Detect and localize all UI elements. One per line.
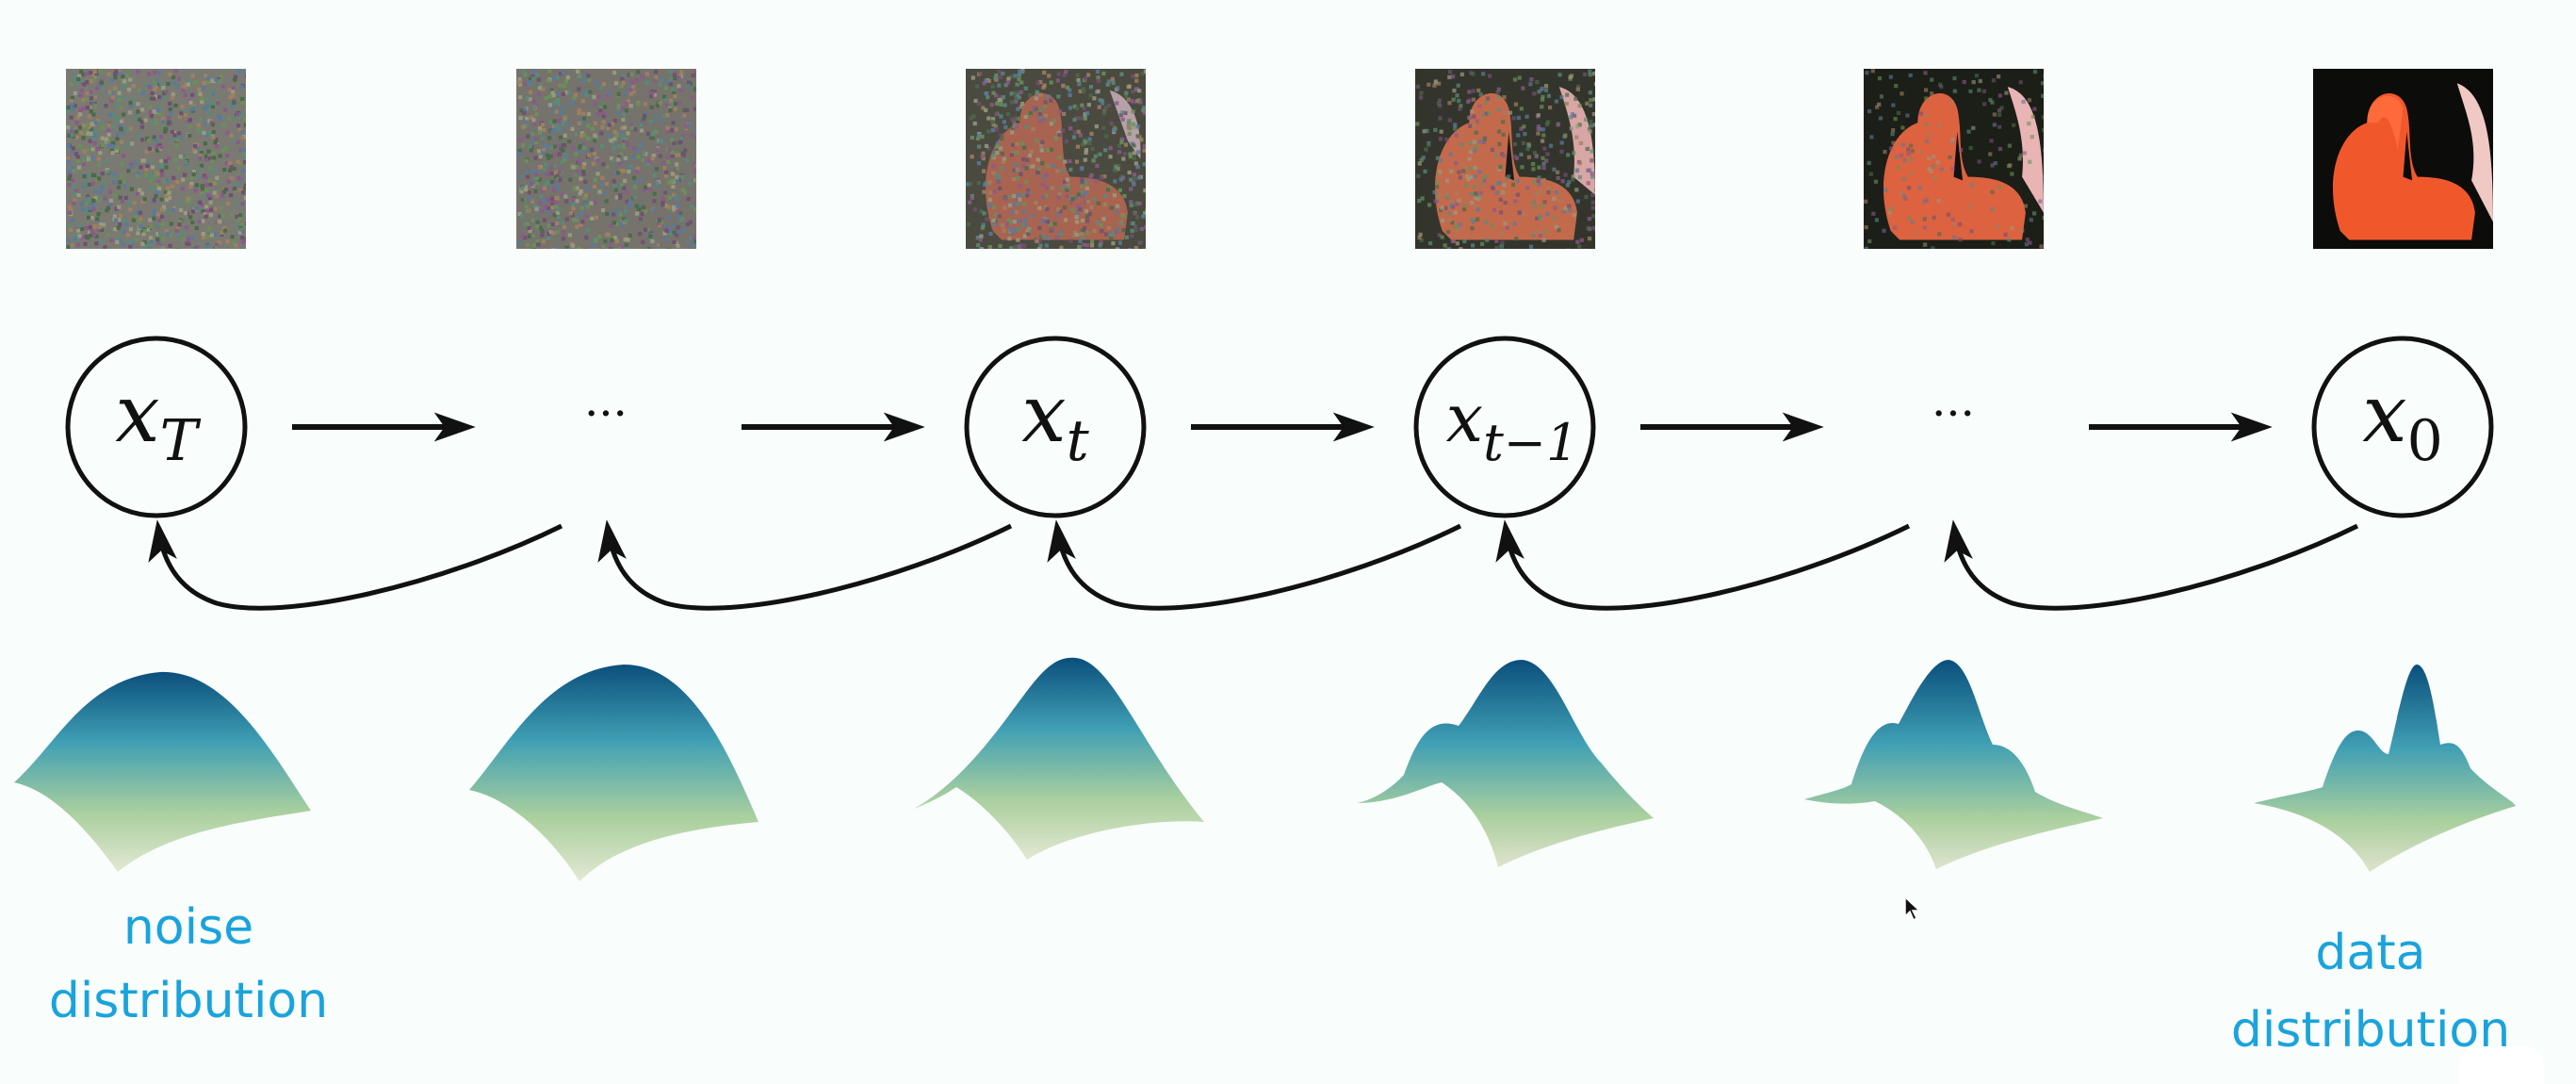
ellipsis-node: ··· [1932,387,1975,440]
reverse-arrow [158,526,562,608]
node-label-subscript: 0 [2407,408,2443,474]
node-label: x0 [2362,368,2443,474]
noise-label-line2: distribution [19,977,358,1026]
node-label-subscript: T [160,408,202,474]
surface-two-modes [1357,660,1654,867]
reverse-arrow [1506,526,1909,608]
node-label: xt [1021,368,1089,474]
data-label-line1: data [2195,928,2546,977]
node-label-base: x [1021,368,1066,460]
surface-data [2254,665,2516,872]
surface-step-2 [469,665,758,881]
state-node: xt [967,338,1144,516]
mouse-cursor-icon [1903,895,1922,924]
noise-distribution-label: noise distribution [19,903,358,1026]
surface-noise [14,672,311,872]
state-node: x0 [2314,338,2491,516]
state-node: xT [68,338,245,516]
surface-step-3 [914,658,1204,860]
node-label-base: x [2362,368,2406,460]
reverse-arrow [1057,526,1460,608]
node-label-base: x [115,368,159,460]
ellipsis-label: ··· [584,387,628,440]
reverse-arrows [158,526,2357,608]
reverse-arrow [1954,526,2357,608]
data-distribution-label: data distribution [2195,928,2546,1055]
node-label-subscript: t−1 [1483,413,1578,472]
distribution-surfaces [14,658,2516,881]
node-label: xt−1 [1446,380,1579,472]
ellipsis-label: ··· [1932,387,1975,440]
node-label: xT [115,368,201,474]
node-label-subscript: t [1067,408,1090,474]
node-label-base: x [1446,380,1483,457]
reverse-arrow [608,526,1011,608]
noise-label-line1: noise [19,903,358,952]
surface-three-modes [1804,660,2103,869]
overlay-mascot-icon [2459,1046,2544,1084]
state-node: xt−1 [1416,338,1593,516]
ellipsis-node: ··· [584,387,628,440]
